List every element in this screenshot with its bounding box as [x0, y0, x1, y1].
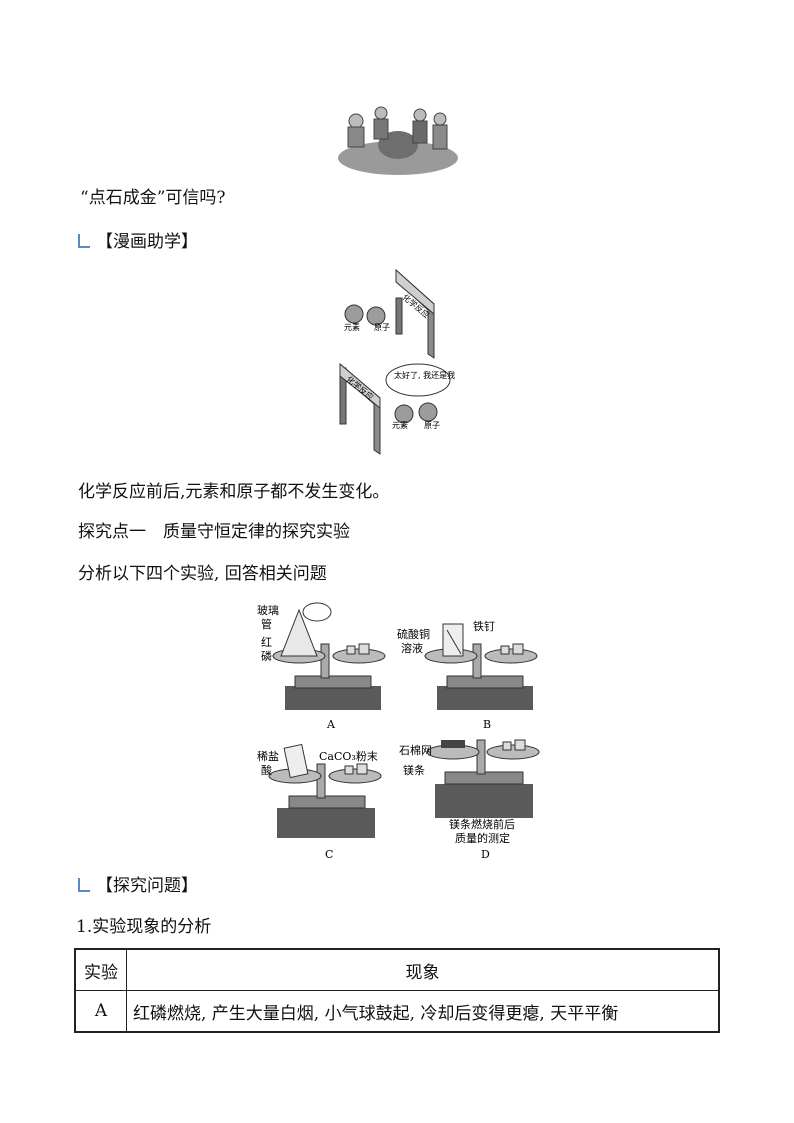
balance-a	[272, 602, 386, 710]
question-1: 1.实验现象的分析	[76, 917, 212, 937]
bookmark-icon	[78, 878, 90, 892]
label-c-hcl: 稀盐	[257, 750, 279, 763]
label-b-cuso4: 硫酸铜	[397, 627, 430, 641]
label-c: C	[325, 848, 333, 861]
explore-instruction: 分析以下四个实验, 回答相关问题	[78, 564, 327, 584]
comic-caption: 化学反应前后,元素和原子都不发生变化。	[78, 482, 390, 502]
label-a-glass: 玻璃	[257, 603, 279, 617]
label-d-gauze: 石棉网	[399, 743, 432, 757]
phenomena-table: 实验 现象 A 红磷燃烧, 产生大量白烟, 小气球鼓起, 冷却后变得更瘪, 天平…	[74, 948, 720, 1033]
ball-left-label-upper: 元素	[344, 322, 360, 332]
table-header-row: 实验 现象	[74, 948, 720, 991]
comic-heading: 【漫画助学】	[78, 231, 198, 253]
speech-bubble-text: 太好了, 我还是我!	[394, 370, 456, 380]
ball-right-label-lower: 原子	[424, 421, 440, 430]
balance-c	[268, 743, 382, 838]
ball-left-label-lower: 元素	[392, 420, 408, 430]
label-a-tube: 管	[261, 617, 272, 631]
label-c-caco3: CaCO₃粉末	[319, 749, 378, 763]
label-d-caption2: 质量的测定	[455, 831, 510, 845]
header-experiment: 实验	[74, 948, 127, 991]
label-a-phosphorus: 磷	[261, 650, 272, 663]
bookmark-icon	[78, 234, 90, 248]
intro-question: “点石成金”可信吗?	[80, 188, 226, 208]
header-phenomenon: 现象	[126, 948, 720, 991]
explore-title: 探究点一 质量守恒定律的探究实验	[78, 522, 350, 542]
story-illustration	[336, 103, 460, 177]
table-row: A 红磷燃烧, 产生大量白烟, 小气球鼓起, 冷却后变得更瘪, 天平平衡	[74, 990, 720, 1033]
balance-b	[424, 623, 538, 710]
label-d-caption1: 镁条燃烧前后	[449, 817, 515, 831]
label-b: B	[483, 718, 491, 731]
questions-heading-text: 【探究问题】	[96, 876, 198, 896]
label-b-nail: 铁钉	[473, 620, 495, 633]
comic-illustration: 化学反应 元素 原子 化学反应 太好了, 我还是我! 元素 原子	[336, 268, 458, 458]
ball-right-label-upper: 原子	[374, 323, 390, 332]
experiments-figure: 玻璃 管 红 磷 A 硫酸铜 溶液 铁钉 B	[255, 600, 545, 862]
balance-d	[426, 739, 540, 818]
comic-heading-text: 【漫画助学】	[96, 232, 198, 252]
label-b-solution: 溶液	[401, 641, 423, 655]
row-experiment: A	[74, 990, 127, 1033]
questions-heading: 【探究问题】	[78, 875, 198, 897]
gate-sign-lower: 化学反应	[345, 374, 376, 402]
label-c-acid: 酸	[261, 763, 272, 777]
label-a: A	[326, 718, 336, 731]
label-d: D	[481, 848, 490, 861]
row-phenomenon: 红磷燃烧, 产生大量白烟, 小气球鼓起, 冷却后变得更瘪, 天平平衡	[126, 990, 720, 1033]
label-a-red: 红	[261, 636, 272, 649]
label-d-mg: 镁条	[403, 763, 425, 777]
